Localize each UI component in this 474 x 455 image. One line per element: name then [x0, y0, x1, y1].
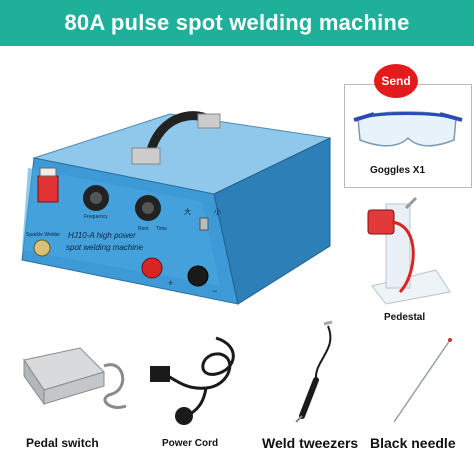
banner-title: 80A pulse spot welding machine	[64, 10, 410, 35]
model-label-line2: spot welding machine	[66, 243, 143, 252]
send-badge: Send	[374, 64, 418, 98]
weld-tweezers-image	[295, 320, 333, 423]
model-label-line1: HJ10-A high power	[68, 231, 136, 240]
goggles-caption: Goggles X1	[370, 165, 426, 176]
switch-big-label: 大	[184, 207, 191, 216]
knob-right-label-2: Time	[156, 226, 167, 232]
knob-left-label: Frequency	[84, 214, 108, 220]
pedal-switch-caption: Pedal switch	[26, 436, 99, 450]
knob-right-label-1: Rent	[138, 226, 149, 232]
minus-label: −	[212, 286, 217, 296]
pedestal-image	[367, 196, 451, 305]
weld-tweezers-caption: Weld tweezers	[262, 435, 359, 451]
brand-label: Sparkle Welder	[26, 232, 60, 238]
black-needle-caption: Black needle	[370, 435, 456, 451]
black-needle-image	[393, 338, 452, 423]
power-cord-caption: Power Cord	[162, 438, 219, 449]
switch-small-label: 小	[214, 207, 221, 216]
title-banner: 80A pulse spot welding machine	[0, 0, 474, 46]
plus-label: +	[168, 278, 173, 288]
goggles-image	[353, 111, 463, 147]
power-cord-image	[150, 336, 235, 425]
pedestal-caption: Pedestal	[384, 312, 426, 323]
welding-machine-image: HJ10-A high power spot welding machine S…	[21, 111, 332, 305]
pedal-switch-image	[23, 347, 127, 409]
